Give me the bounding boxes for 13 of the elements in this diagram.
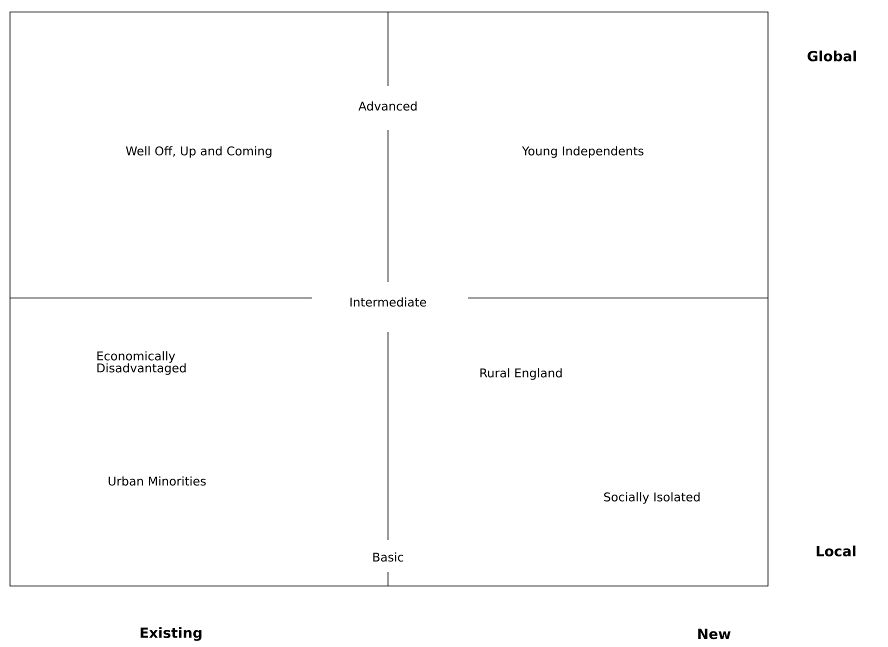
level-label: Basic xyxy=(373,552,404,562)
axis-label: New xyxy=(698,628,731,640)
level-label: Intermediate xyxy=(350,297,426,307)
segment-label: Economically Disadvantaged xyxy=(97,351,186,375)
axis-label: Global xyxy=(808,50,856,62)
axis-label: Existing xyxy=(140,627,202,641)
level-label: Advanced xyxy=(358,101,417,111)
segment-label: Urban Minorities xyxy=(108,476,206,486)
segment-label: Rural England xyxy=(480,368,562,380)
segment-label: Socially Isolated xyxy=(604,492,700,504)
segment-label: Well Off, Up and Coming xyxy=(126,146,272,158)
segment-label: Young Independents xyxy=(522,146,644,158)
axis-label: Local xyxy=(816,546,856,556)
